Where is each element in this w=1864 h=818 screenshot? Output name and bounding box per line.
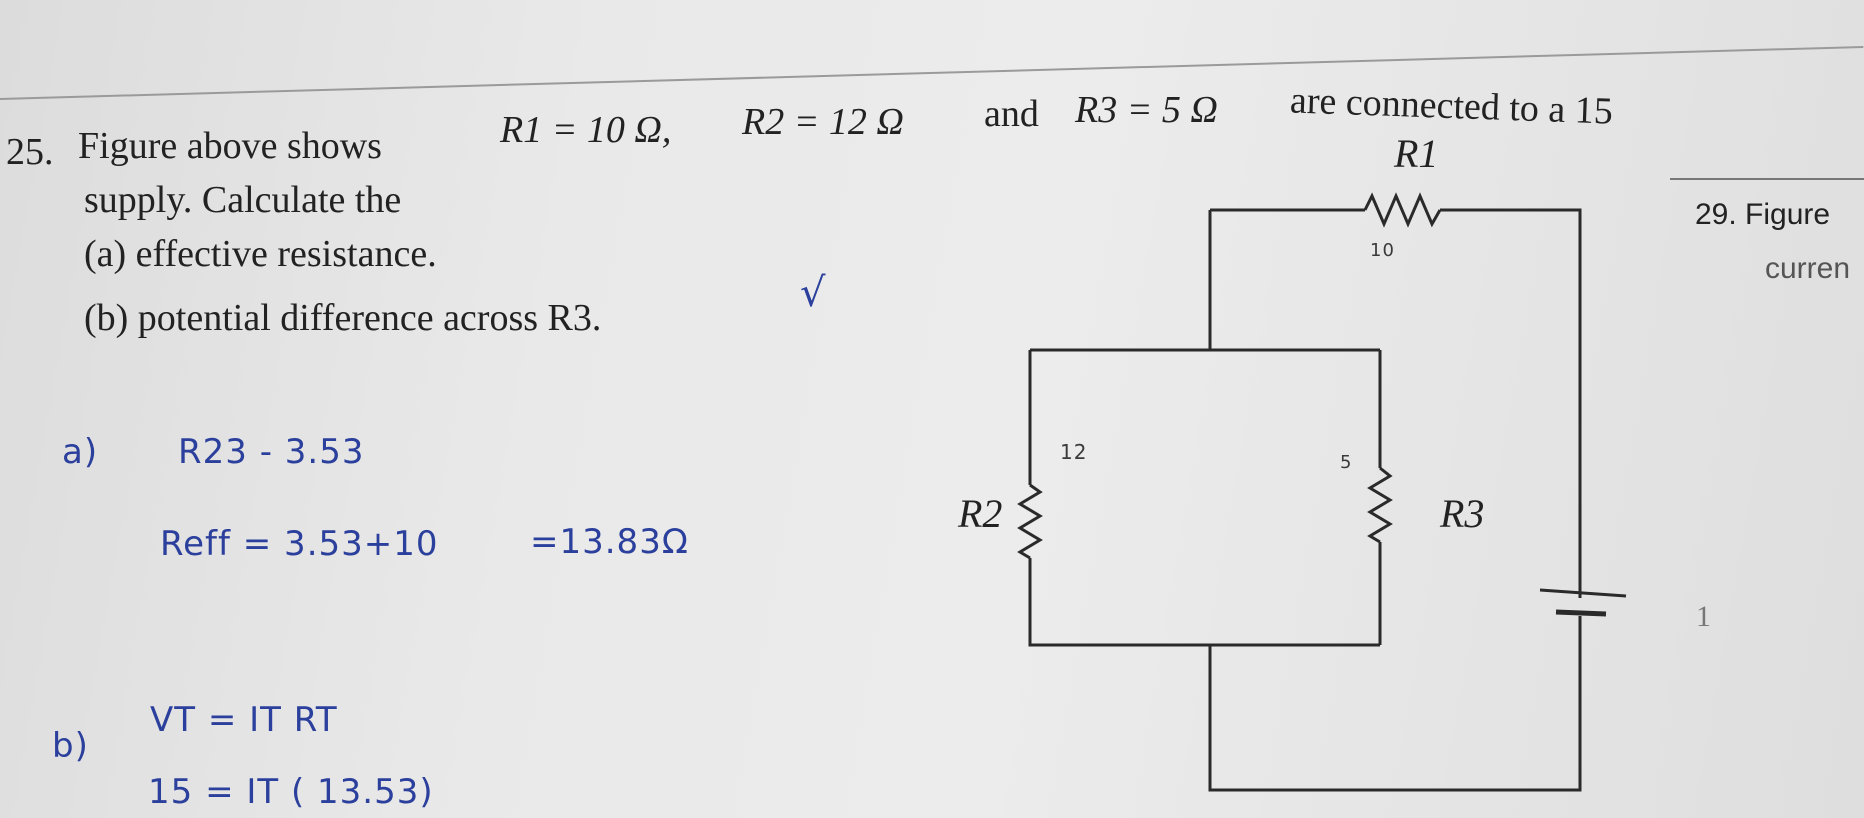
- next-question-line2: curren: [1765, 252, 1851, 285]
- question-line1-prefix: Figure above shows: [78, 125, 382, 167]
- battery-short-plate: [1555, 609, 1607, 617]
- next-question-number: 29. Figure: [1695, 198, 1831, 231]
- battery-side-text: 1: [1696, 600, 1711, 633]
- r2-resistor: [1017, 483, 1043, 560]
- answer-b-marker: b): [52, 726, 89, 766]
- wire-bottom-left: [1208, 616, 1582, 792]
- r1-expression: R1 = 10 Ω,: [500, 109, 672, 151]
- r3-expression: R3 = 5 Ω: [1075, 89, 1218, 131]
- check-mark: √: [800, 270, 827, 316]
- answer-a-line1: R23 - 3.53: [178, 432, 365, 472]
- next-question-rule: [1670, 178, 1864, 180]
- part-b-text: (b) potential difference across R3.: [84, 297, 602, 339]
- r2-expression: R2 = 12 Ω: [742, 101, 904, 143]
- wire-top-right: [1440, 208, 1582, 598]
- r3-resistor: [1367, 466, 1393, 544]
- wire-r2-bottom: [1028, 558, 1380, 647]
- answer-b-line1: VT = IT RT: [150, 700, 338, 740]
- r2-label: R2: [958, 491, 1003, 536]
- r1-value-note: 10: [1370, 240, 1395, 261]
- answer-a-line2-lhs: Reff = 3.53+10: [160, 524, 439, 564]
- battery-long-plate: [1539, 588, 1627, 598]
- r1-resistor: [1363, 192, 1442, 228]
- question-number: 25.: [6, 131, 54, 173]
- and-word: and: [984, 93, 1039, 135]
- answer-a-line2-rhs: =13.83Ω: [530, 522, 689, 562]
- answer-a-marker: a): [62, 432, 99, 472]
- answer-b-line2: 15 = IT ( 13.53): [148, 772, 434, 812]
- r3-label: R3: [1440, 491, 1485, 536]
- question-line2: supply. Calculate the: [84, 179, 402, 221]
- r2-value-note: 12: [1060, 440, 1088, 464]
- r1-label: R1: [1394, 131, 1439, 176]
- part-a-text: (a) effective resistance.: [84, 233, 437, 275]
- r3-value-note: 5: [1340, 452, 1353, 473]
